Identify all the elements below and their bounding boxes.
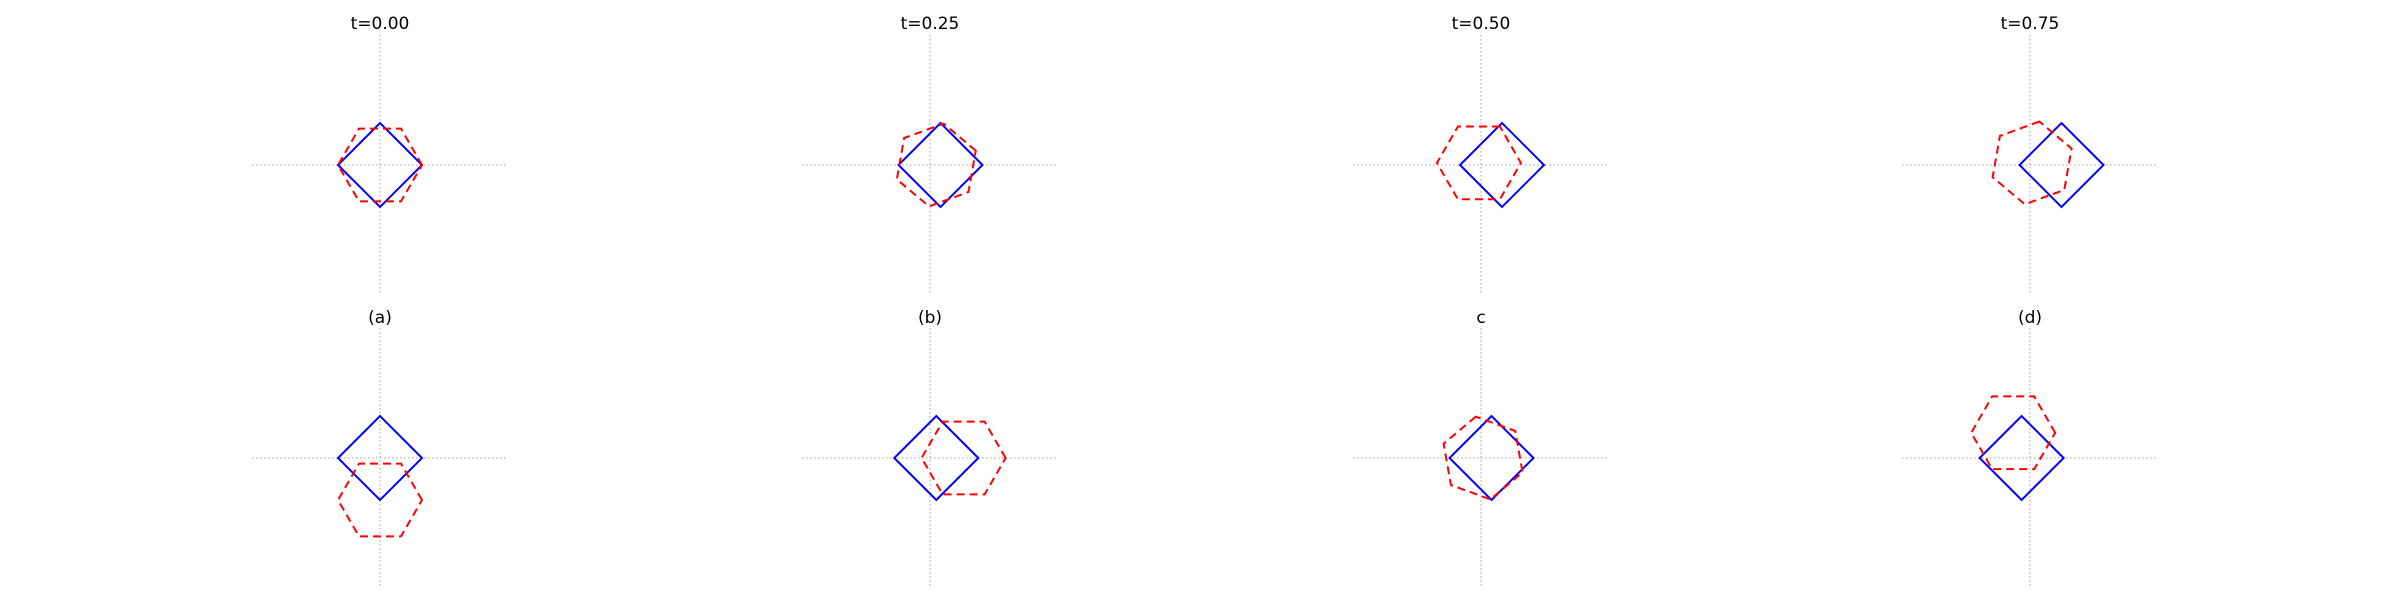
panel-plot bbox=[1353, 328, 1609, 588]
panel-title: (a) bbox=[368, 308, 392, 328]
panel-title: t=0.75 bbox=[2001, 14, 2060, 34]
square-shape bbox=[1458, 121, 1546, 209]
hexagon-shape bbox=[1435, 125, 1523, 201]
hexagon-shape bbox=[895, 122, 977, 208]
hexagon-shape bbox=[336, 127, 424, 203]
panel-3: t=0.50 bbox=[1353, 14, 1609, 295]
panel-plot bbox=[1353, 35, 1609, 295]
panel-plot bbox=[802, 328, 1058, 588]
panel-7: c bbox=[1353, 308, 1609, 588]
panel-plot bbox=[1902, 328, 2158, 588]
square-shape bbox=[336, 414, 424, 502]
hexagon-shape bbox=[920, 420, 1007, 496]
panel-5: (a) bbox=[252, 308, 508, 588]
hexagon-shape bbox=[1991, 120, 2073, 206]
panel-1: t=0.00 bbox=[252, 14, 508, 295]
hexagon-shape bbox=[1442, 415, 1524, 501]
panel-plot bbox=[802, 35, 1058, 295]
panel-6: (b) bbox=[802, 308, 1058, 588]
panel-title: (d) bbox=[2018, 308, 2042, 328]
panel-2: t=0.25 bbox=[802, 14, 1058, 295]
panel-8: (d) bbox=[1902, 308, 2158, 588]
square-shape bbox=[892, 414, 980, 502]
panel-plot bbox=[252, 35, 508, 295]
square-shape bbox=[2018, 121, 2105, 209]
square-shape bbox=[336, 121, 424, 209]
panel-4: t=0.75 bbox=[1902, 14, 2158, 295]
hexagon-shape bbox=[336, 462, 424, 538]
panel-plot bbox=[252, 328, 508, 588]
hexagon-shape bbox=[1970, 395, 2057, 471]
panel-title: t=0.00 bbox=[351, 14, 410, 34]
panel-title: t=0.25 bbox=[901, 14, 960, 34]
panel-plot bbox=[1902, 35, 2158, 295]
square-shape bbox=[1978, 414, 2066, 502]
panel-title: c bbox=[1476, 308, 1485, 328]
panel-title: t=0.50 bbox=[1452, 14, 1511, 34]
panel-title: (b) bbox=[918, 308, 942, 328]
